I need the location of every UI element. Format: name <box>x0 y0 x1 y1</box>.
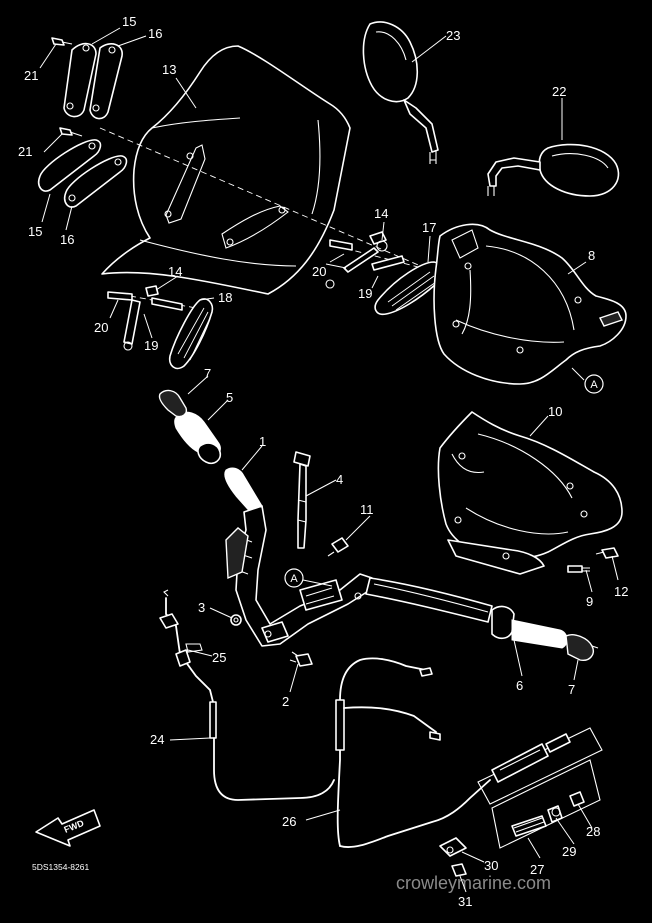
callout-20b: 20 <box>94 320 108 335</box>
callout-30: 30 <box>484 858 498 873</box>
windshield-bracket-lower[interactable] <box>37 127 128 208</box>
reference-mark-a-upper: A <box>571 367 604 394</box>
forward-direction-arrow: FWD <box>35 809 101 847</box>
callout-18: 18 <box>218 290 232 305</box>
callout-17: 17 <box>422 220 436 235</box>
callout-25: 25 <box>212 650 226 665</box>
cable-24[interactable] <box>159 589 335 801</box>
deflector-left[interactable] <box>168 298 214 370</box>
callout-22: 22 <box>552 84 566 99</box>
callout-7a: 7 <box>204 366 211 381</box>
callout-28: 28 <box>586 824 600 839</box>
drawing-code: 5DS1354-8261 <box>32 862 89 872</box>
callout-12: 12 <box>614 584 628 599</box>
callout-6: 6 <box>516 678 523 693</box>
callout-7b: 7 <box>568 682 575 697</box>
callout-23: 23 <box>446 28 460 43</box>
handlebar[interactable] <box>224 467 493 647</box>
deflector-right[interactable] <box>374 261 443 316</box>
callout-26: 26 <box>282 814 296 829</box>
front-cowl-upper[interactable] <box>433 223 627 385</box>
windshield-mount-hardware-left[interactable] <box>107 285 183 351</box>
callout-19a: 19 <box>358 286 372 301</box>
windshield[interactable] <box>101 45 351 295</box>
callout-11: 11 <box>360 502 374 517</box>
mirror-right[interactable] <box>487 143 620 197</box>
cable-26[interactable] <box>335 657 491 848</box>
svg-text:A: A <box>290 573 298 585</box>
callout-16b: 16 <box>60 232 74 247</box>
watermark: crowleymarine.com <box>396 873 551 893</box>
callout-20a: 20 <box>312 264 326 279</box>
callout-5: 5 <box>226 390 233 405</box>
callout-8: 8 <box>588 248 595 263</box>
callout-24: 24 <box>150 732 164 747</box>
cowl-screws[interactable] <box>567 547 619 573</box>
callout-15b: 15 <box>28 224 42 239</box>
callout-4: 4 <box>336 472 343 487</box>
svg-text:A: A <box>590 379 598 391</box>
grip-right[interactable] <box>491 605 599 661</box>
callout-1: 1 <box>259 434 266 449</box>
callout-31: 31 <box>458 894 472 909</box>
callout-2: 2 <box>282 694 289 709</box>
callout-21a: 21 <box>24 68 38 83</box>
callout-13: 13 <box>162 62 176 77</box>
washer-3[interactable] <box>230 614 242 626</box>
callout-3: 3 <box>198 600 205 615</box>
callouts: 1 2 3 4 5 6 7 7 8 9 10 11 12 13 14 14 15… <box>18 14 628 909</box>
reference-mark-a-lower: A <box>284 568 333 588</box>
assembly-line <box>335 245 431 271</box>
leader-lines <box>39 27 619 893</box>
windshield-mount-hardware-right[interactable] <box>325 231 405 289</box>
mirror-left[interactable] <box>362 21 439 164</box>
throttle-sub-assembly[interactable] <box>439 727 603 877</box>
cable-guide[interactable] <box>293 451 311 549</box>
callout-15a: 15 <box>122 14 136 29</box>
callout-9: 9 <box>586 594 593 609</box>
grip-left[interactable] <box>158 389 222 465</box>
callout-21b: 21 <box>18 144 32 159</box>
windshield-bracket-upper[interactable] <box>51 37 123 120</box>
callout-19b: 19 <box>144 338 158 353</box>
callout-10: 10 <box>548 404 562 419</box>
front-cowl-lower[interactable] <box>437 411 623 575</box>
assembly-line <box>99 127 561 327</box>
bolt-2[interactable] <box>289 651 313 667</box>
callout-29: 29 <box>562 844 576 859</box>
callout-16a: 16 <box>148 26 162 41</box>
callout-14b: 14 <box>168 264 182 279</box>
callout-27: 27 <box>530 862 544 877</box>
bolt-11[interactable] <box>327 537 349 557</box>
callout-14a: 14 <box>374 206 388 221</box>
